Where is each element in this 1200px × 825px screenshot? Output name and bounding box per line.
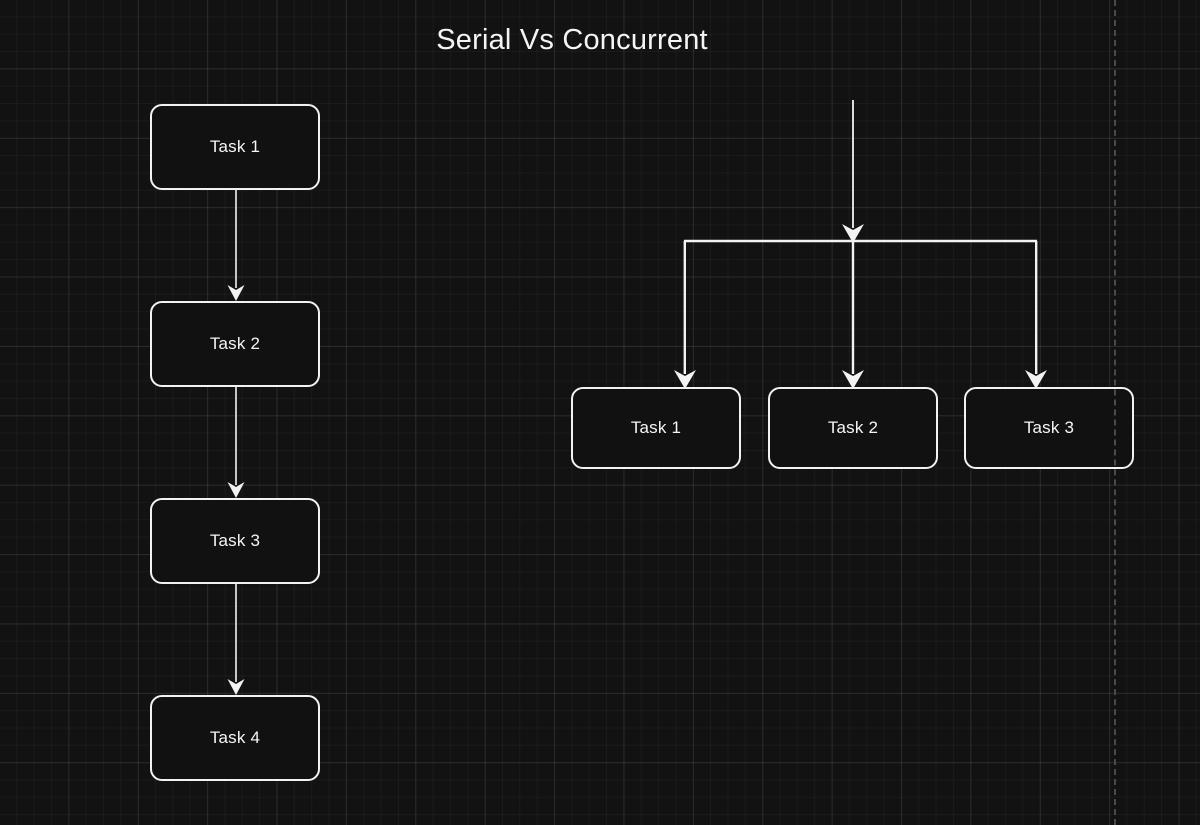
serial-task-3-node[interactable]: Task 3 — [150, 498, 320, 584]
arrow-concurrent-entry — [842, 100, 864, 243]
serial-task-4-node[interactable]: Task 4 — [150, 695, 320, 781]
concurrent-task-3-label: Task 3 — [1023, 418, 1075, 437]
arrow-fork-to-concurrent-task-2 — [842, 241, 864, 389]
concurrent-task-2-node[interactable]: Task 2 — [768, 387, 938, 469]
concurrent-task-2-label: Task 2 — [827, 418, 879, 437]
arrow-serial-3-to-4 — [227, 584, 245, 695]
serial-task-1-node[interactable]: Task 1 — [150, 104, 320, 190]
concurrent-task-1-label: Task 1 — [630, 418, 682, 437]
concurrent-task-3-node[interactable]: Task 3 — [964, 387, 1134, 469]
concurrent-task-1-node[interactable]: Task 1 — [571, 387, 741, 469]
serial-task-1-label: Task 1 — [209, 137, 261, 156]
serial-task-4-label: Task 4 — [209, 728, 261, 747]
page-boundary-guide — [1114, 0, 1116, 825]
serial-task-2-label: Task 2 — [209, 334, 261, 353]
arrow-serial-1-to-2 — [227, 190, 245, 301]
serial-task-3-label: Task 3 — [209, 531, 261, 550]
serial-task-2-node[interactable]: Task 2 — [150, 301, 320, 387]
arrow-fork-to-concurrent-task-3 — [1025, 241, 1047, 389]
arrow-fork-to-concurrent-task-1 — [674, 241, 696, 389]
arrow-serial-2-to-3 — [227, 387, 245, 498]
page-title: Serial Vs Concurrent — [436, 24, 708, 56]
